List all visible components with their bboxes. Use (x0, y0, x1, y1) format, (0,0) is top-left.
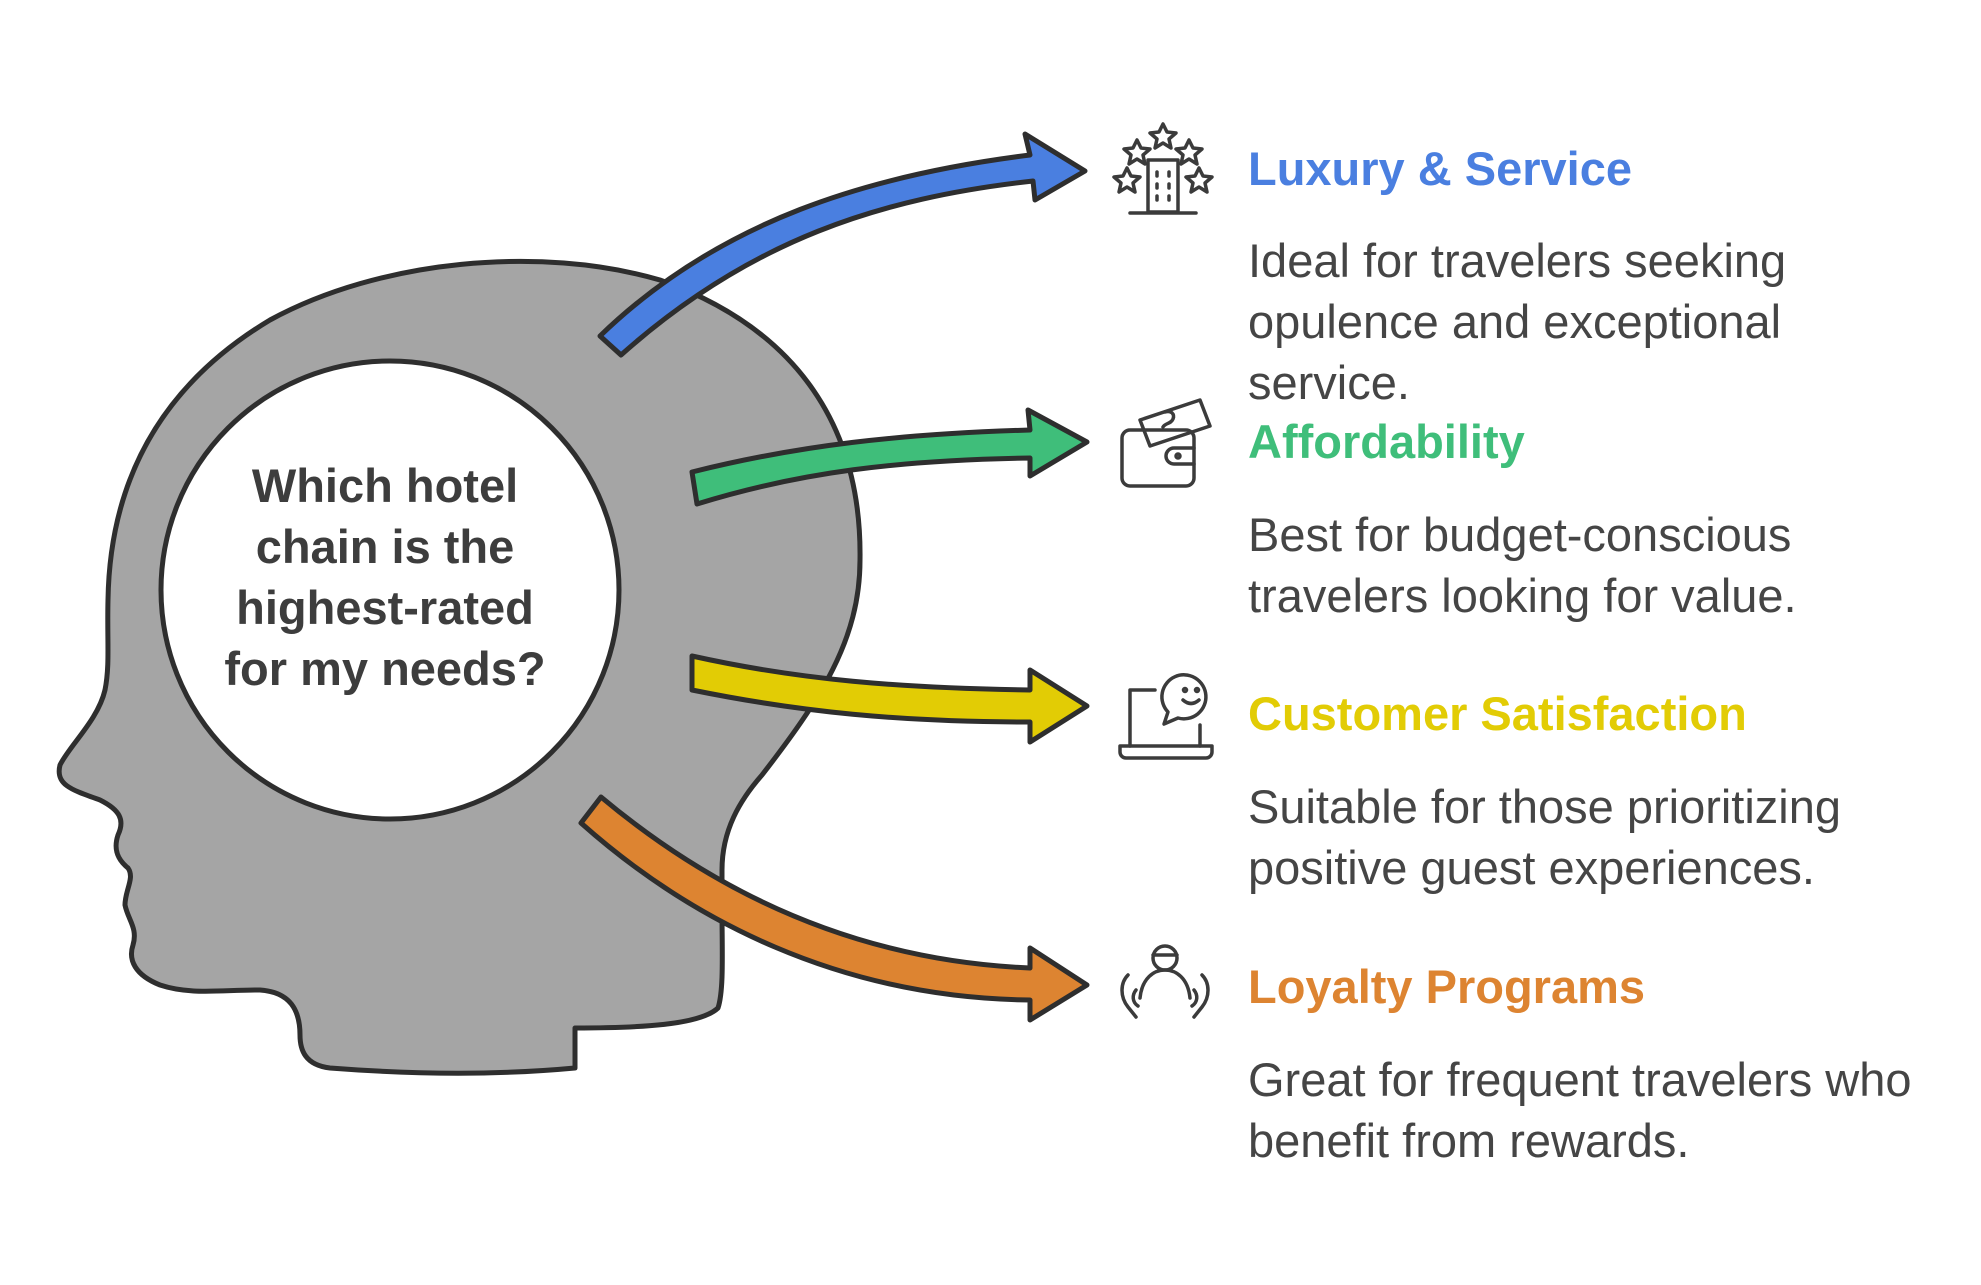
wallet-icon (1120, 398, 1212, 488)
option-title-satisfaction: Customer Satisfaction (1248, 687, 1747, 740)
question-line-1: Which hotel (251, 459, 519, 512)
arrow-luxury (597, 131, 1088, 358)
option-description-affordability: Best for budget-conscious travelers look… (1248, 508, 1797, 622)
hotel-stars-icon (1112, 122, 1214, 215)
question-line-4: for my needs? (224, 642, 546, 695)
option-title-loyalty: Loyalty Programs (1248, 960, 1646, 1013)
option-description-luxury: Ideal for travelers seeking opulence and… (1248, 234, 1787, 409)
thought-circle (158, 358, 622, 822)
person-hands-icon (1120, 944, 1210, 1019)
question-line-3: highest-rated (236, 581, 534, 634)
option-title-affordability: Affordability (1248, 415, 1525, 468)
question-line-2: chain is the (255, 520, 515, 573)
option-description-loyalty: Great for frequent travelers who benefit… (1248, 1053, 1912, 1167)
laptop-smiley-icon (1118, 673, 1214, 760)
head-question: Which hotel chain is the highest-rated f… (185, 455, 585, 699)
arrow-loyalty (578, 794, 1090, 1023)
option-title-luxury: Luxury & Service (1248, 142, 1633, 195)
arrow-satisfaction (689, 653, 1090, 745)
option-description-satisfaction: Suitable for those prioritizing positive… (1248, 780, 1842, 894)
arrow-affordability (689, 407, 1090, 507)
